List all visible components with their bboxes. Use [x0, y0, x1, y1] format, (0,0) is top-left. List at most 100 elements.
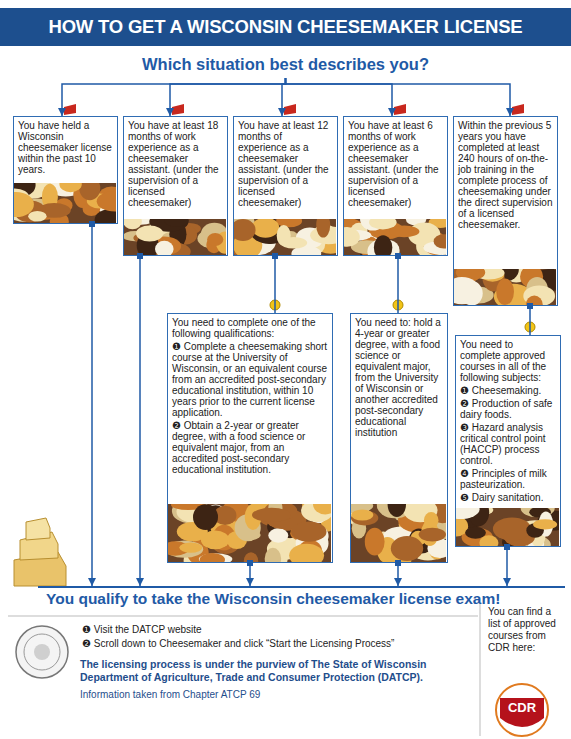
- node-text: You need to: hold a 4-year or greater de…: [351, 314, 447, 438]
- cheese-photo: [344, 219, 446, 255]
- requirement-box: You need to: hold a 4-year or greater de…: [350, 313, 448, 563]
- cheese-photo-part: [200, 553, 225, 562]
- node-text-block: You have held a Wisconsin cheesemaker li…: [18, 120, 113, 175]
- cheese-photo: [124, 219, 226, 255]
- ribbon-icon: [393, 300, 403, 310]
- step-note: ❶ Visit the DATCP website: [82, 623, 472, 636]
- cheese-icon: [394, 104, 406, 115]
- cheese-photo-part: [193, 504, 218, 530]
- cheese-photo: [234, 219, 336, 255]
- connector: [274, 256, 276, 313]
- node-text: You have held a Wisconsin cheesemaker li…: [14, 117, 117, 175]
- cheese-icon: [172, 104, 184, 115]
- cheese-photo-part: [434, 234, 446, 248]
- cheese-photo: [454, 269, 556, 305]
- list-item: ❶ Cheesemaking.: [460, 385, 556, 396]
- cheese-photo-part: [424, 512, 439, 528]
- node-text-block: You have at least 18 months of work expe…: [128, 120, 223, 208]
- connector: [62, 78, 286, 116]
- cheese-photo-part: [419, 528, 446, 542]
- cheese-icon: [512, 104, 524, 115]
- cheese-photo-part: [316, 219, 330, 238]
- list-item: ❶ Complete a cheesemaking short course a…: [172, 341, 328, 418]
- question-heading: Which situation best describes you?: [120, 52, 451, 78]
- divider-line: [480, 604, 481, 736]
- title-text: HOW TO GET A WISCONSIN CHEESEMAKER LICEN…: [0, 8, 571, 46]
- node-text-block: You qualify to take the Wisconsin cheese…: [38, 588, 565, 610]
- node-text-block: You have at least 12 months of experienc…: [238, 120, 333, 208]
- cheese-photo-part: [164, 219, 188, 227]
- connector: [397, 563, 399, 586]
- ribbon-icon: [525, 322, 535, 332]
- list-item: ❹ Principles of milk pasteurization.: [460, 468, 556, 490]
- cheese-photo-part: [344, 227, 360, 247]
- connector: [139, 256, 141, 586]
- exam-band: You qualify to take the Wisconsin cheese…: [38, 586, 565, 612]
- cheese-photo-part: [351, 510, 373, 521]
- cheese-photo-part: [59, 183, 81, 192]
- connector: [249, 563, 251, 586]
- cheese-photo-part: [389, 226, 419, 238]
- cheese-photo-part: [234, 219, 256, 241]
- node-text: You need to complete one of the followin…: [168, 314, 332, 475]
- list-item: ❷ Production of safe dairy foods.: [460, 398, 556, 420]
- cheese-photo-part: [365, 528, 385, 556]
- cheese-photo-part: [465, 527, 486, 539]
- cheese-photo-part: [493, 517, 531, 540]
- requirement-box: You need to complete approved courses in…: [455, 335, 561, 547]
- logo-text: CDR: [500, 700, 544, 716]
- node-text-block: You have at least 6 months of work exper…: [348, 120, 443, 208]
- connector: [286, 78, 511, 116]
- cheese-photo-part: [291, 522, 326, 542]
- connector: [170, 78, 286, 116]
- cheese-photo-part: [533, 519, 557, 529]
- situation-box: You have at least 12 months of experienc…: [233, 116, 338, 256]
- cheese-photo-part: [179, 542, 202, 552]
- cheese-photo-part: [289, 544, 324, 562]
- ribbon-icon: [270, 300, 280, 310]
- cheese-photo-part: [252, 508, 291, 522]
- situation-box: Within the previous 5 years you have com…: [453, 116, 558, 306]
- cheese-photo-part: [369, 219, 397, 229]
- cheese-photo-part: [479, 535, 498, 546]
- node-text: You qualify to take the Wisconsin cheese…: [38, 588, 565, 610]
- connector: [286, 78, 393, 116]
- node-text-block: Within the previous 5 years you have com…: [458, 120, 553, 230]
- connector: [397, 256, 399, 313]
- cheese-photo-part: [155, 241, 174, 255]
- cheese-photo-part: [374, 235, 392, 255]
- courses-note: You can find a list of approved courses …: [488, 606, 566, 654]
- cdr-logo: [496, 684, 548, 736]
- cheese-icon: [64, 104, 76, 115]
- node-text-block: You need to: hold a 4-year or greater de…: [355, 317, 443, 438]
- cheese-photo-part: [244, 552, 258, 562]
- state-seal: [24, 634, 60, 670]
- cheese-photo-part: [265, 548, 281, 562]
- node-text-block: You need to complete one of the followin…: [172, 317, 328, 339]
- cheese-photo-part: [97, 191, 116, 212]
- cdr-logo: [500, 698, 544, 727]
- connector: [91, 224, 93, 586]
- cheese-photo: [456, 508, 559, 546]
- cheese-photo: [14, 183, 116, 223]
- cheese-photo: [168, 504, 331, 562]
- situation-box: You have at least 18 months of work expe…: [123, 116, 228, 256]
- cheese-photo-part: [79, 183, 100, 200]
- source-note: Information taken from Chapter ATCP 69: [80, 688, 470, 701]
- cheese-photo-part: [388, 504, 406, 517]
- cheese-photo-part: [277, 225, 291, 246]
- state-seal: [34, 644, 50, 660]
- list-item: ❸ Hazard analysis critical control point…: [460, 422, 556, 466]
- cheese-photo-part: [207, 233, 223, 246]
- node-text: You have at least 12 months of experienc…: [234, 117, 337, 208]
- node-text-block: You need to complete approved courses in…: [460, 339, 556, 383]
- node-text: You have at least 18 months of work expe…: [124, 117, 227, 208]
- cheese-photo-part: [14, 192, 34, 217]
- cheese-photo-part: [456, 508, 480, 519]
- requirement-box: You need to complete one of the followin…: [167, 313, 333, 563]
- divider-line: [8, 616, 478, 617]
- node-text: Within the previous 5 years you have com…: [454, 117, 557, 230]
- step-note: ❷ Scroll down to Cheesemaker and click “…: [82, 637, 477, 650]
- node-text-block: Which situation best describes you?: [120, 52, 451, 76]
